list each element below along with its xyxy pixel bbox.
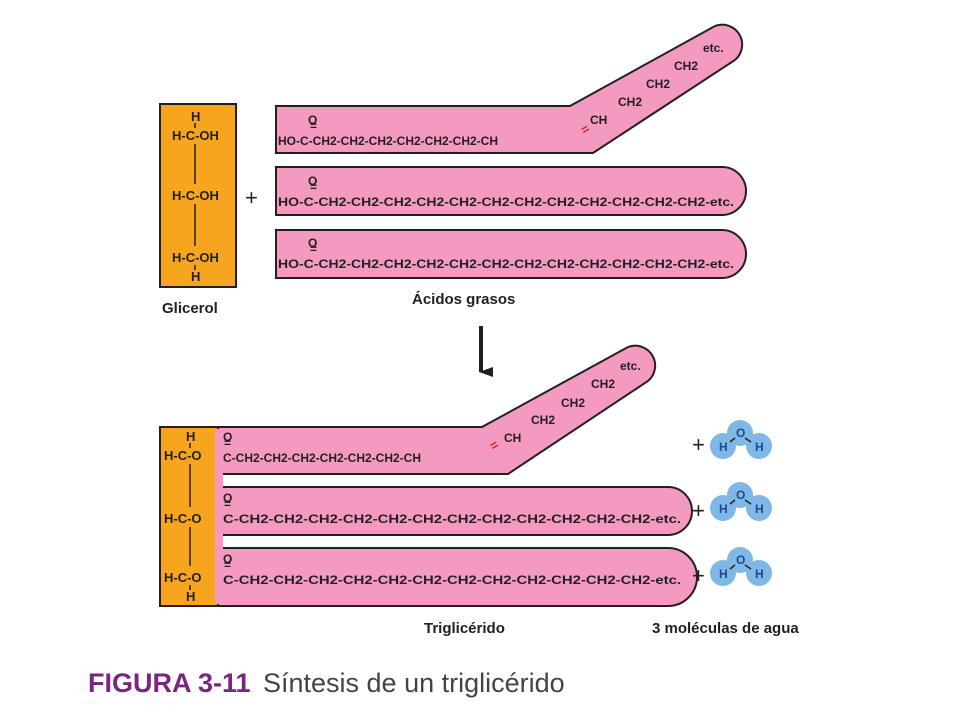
glycerol-molecule [159,103,237,288]
chain-1-branch-ch: CH [504,431,521,445]
glycerol-label: Glicerol [162,300,218,317]
glycerol-bottom-h: H [191,269,200,284]
svg-text:=: = [310,119,317,133]
water-molecule-3: H O H [710,547,772,586]
water-label: 3 moléculas de agua [652,620,799,637]
chain-1-branch-ch2c: CH2 [591,377,615,391]
glycerol-row-1: H-C-OH [172,128,219,143]
backbone-row-2: H-C-O [164,511,202,526]
fatty-acid-1-main: HO-C-CH2-CH2-CH2-CH2-CH2-CH2-CH [278,134,498,148]
carbonyl-o: O [308,174,317,188]
chain-1-main: C-CH2-CH2-CH2-CH2-CH2-CH2-CH [223,451,421,465]
svg-text:H: H [719,502,728,516]
plus-sign: + [692,563,705,588]
carbonyl-o: O [223,491,232,505]
fatty-acid-1-branch-ch: CH [590,113,607,127]
chain-1-branch-ch2a: CH2 [531,413,555,427]
chain-2: C-CH2-CH2-CH2-CH2-CH2-CH2-CH2-CH2-CH2-CH… [223,512,681,526]
fatty-acid-2-chain: HO-C-CH2-CH2-CH2-CH2-CH2-CH2-CH2-CH2-CH2… [278,195,734,209]
svg-text:O: O [736,553,745,567]
chain-1-branch-ch2b: CH2 [561,396,585,410]
svg-text:H: H [755,502,764,516]
svg-text:=: = [224,436,231,450]
carbonyl-o: O [308,236,317,250]
svg-text:H: H [719,567,728,581]
svg-text:=: = [224,497,231,511]
glycerol-row-2: H-C-OH [172,188,219,203]
caption-number: FIGURA 3-11 [88,668,251,698]
fatty-acid-1 [275,23,744,154]
plus-sign: + [692,432,705,457]
glycerol-top-h: H [191,109,200,124]
fatty-acid-1-branch-ch2b: CH2 [646,77,670,91]
backbone-top-h: H [186,429,195,444]
fatty-acid-2 [275,166,747,216]
svg-text:O: O [736,488,745,502]
water-molecule-1: H O H [710,420,772,459]
svg-text:H: H [755,440,764,454]
svg-text:H: H [755,567,764,581]
chain-3: C-CH2-CH2-CH2-CH2-CH2-CH2-CH2-CH2-CH2-CH… [223,573,681,587]
water-molecule-2: H O H [710,482,772,521]
glycerol-row-3: H-C-OH [172,250,219,265]
figure-caption: FIGURA 3-11 Síntesis de un triglicérido [88,668,565,698]
carbonyl-o: O [308,113,317,127]
products: H H-C-O H-C-O H-C-O H O = C-CH2-CH2-CH2-… [159,344,799,637]
caption-text: Síntesis de un triglicérido [263,668,565,698]
triglyceride-chain-1 [213,344,657,475]
svg-text:=: = [310,180,317,194]
glycerol-backbone [159,426,219,607]
fatty-acid-1-branch-ch2a: CH2 [618,95,642,109]
backbone-bottom-h: H [186,589,195,604]
svg-text:FIGURA 3-11 Síntesis de: FIGURA 3-11 Síntesis de un triglicérido [88,668,565,698]
backbone-row-3: H-C-O [164,570,202,585]
fatty-acids-label: Ácidos grasos [412,291,515,308]
fatty-acid-3 [275,229,747,279]
triglyceride-label: Triglicérido [424,620,505,637]
fatty-acid-1-branch-etc: etc. [703,41,724,55]
triglyceride-chain-2 [213,486,693,536]
plus-sign: + [692,498,705,523]
fatty-acid-3-chain: HO-C-CH2-CH2-CH2-CH2-CH2-CH2-CH2-CH2-CH2… [278,257,734,271]
backbone-row-1: H-C-O [164,448,202,463]
svg-text:=: = [310,242,317,256]
carbonyl-o: O [223,552,232,566]
reactants: H H-C-OH H-C-OH H-C-OH H + O = HO-C-CH2-… [159,23,747,317]
chain-1-branch-etc: etc. [620,359,641,373]
svg-text:O: O [736,426,745,440]
svg-text:=: = [224,558,231,572]
svg-text:H: H [719,440,728,454]
fatty-acid-1-branch-ch2c: CH2 [674,59,698,73]
plus-sign: + [245,185,258,210]
carbonyl-o: O [223,430,232,444]
triglyceride-chain-3 [213,547,698,607]
